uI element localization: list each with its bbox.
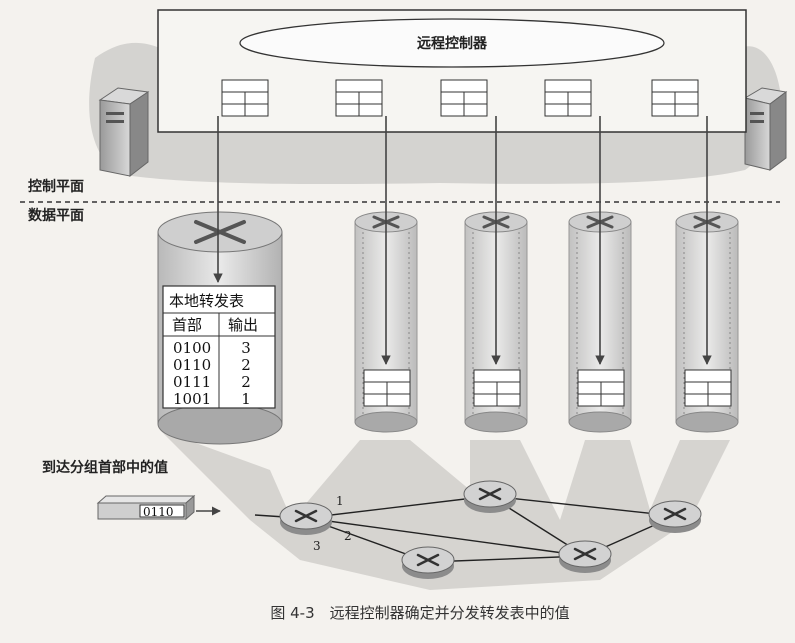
- forwarding-table: 本地转发表 首部 输出 0100 3 0110 2 0111 2 1001 1: [162, 285, 276, 409]
- table-row-1-output: 2: [241, 356, 251, 374]
- control-plane-label: 控制平面: [28, 178, 84, 195]
- controller-table-5: [651, 79, 699, 117]
- table-row-0-header: 0100: [173, 339, 211, 357]
- controller-ellipse: [239, 18, 665, 68]
- packet-value: 0110: [143, 505, 174, 519]
- figure-caption: 图 4-3 远程控制器确定并分发转发表中的值: [270, 604, 569, 622]
- table-row-1-header: 0110: [173, 356, 211, 374]
- forwarding-table-title: 本地转发表: [169, 292, 244, 310]
- table-row-3-output: 1: [241, 390, 251, 408]
- net-router-d: [558, 540, 612, 573]
- table-row-3-header: 1001: [173, 390, 211, 408]
- data-plane-label: 数据平面: [28, 207, 84, 224]
- controller-table-3: [440, 79, 488, 117]
- table-row-0-output: 3: [241, 339, 251, 357]
- forwarding-table-header-0: 首部: [172, 316, 202, 334]
- port-2-label: 2: [344, 529, 352, 543]
- net-router-e: [401, 546, 455, 579]
- table-row-2-output: 2: [241, 373, 251, 391]
- net-router-b: [463, 480, 517, 513]
- port-3-label: 3: [313, 539, 321, 553]
- table-row-2-header: 0111: [173, 373, 211, 391]
- forwarding-table-header-1: 输出: [228, 316, 258, 334]
- packet-label: 到达分组首部中的值: [42, 459, 168, 476]
- server-right-icon: [743, 87, 788, 171]
- link-2: [305, 517, 586, 557]
- router-table-3: [473, 369, 521, 407]
- port-1-label: 1: [336, 494, 344, 508]
- controller-table-2: [335, 79, 383, 117]
- server-left-icon: [98, 87, 150, 178]
- controller-label: 远程控制器: [417, 35, 488, 52]
- router-table-4: [577, 369, 625, 407]
- net-router-a: [279, 502, 333, 535]
- router-x-icon: [194, 220, 246, 244]
- net-router-c: [648, 500, 702, 533]
- link-1: [305, 495, 491, 519]
- router-table-2: [363, 369, 411, 407]
- router-table-5: [684, 369, 732, 407]
- controller-table-1: [221, 79, 269, 117]
- controller-table-4: [544, 79, 592, 117]
- packet-icon: [96, 494, 196, 521]
- link-4: [489, 495, 676, 517]
